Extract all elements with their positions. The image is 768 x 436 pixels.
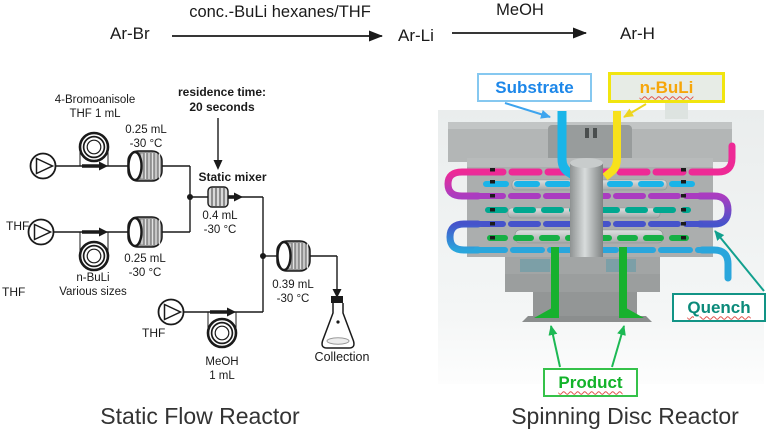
thf-pump-3 bbox=[157, 298, 185, 326]
flask-arrowhead bbox=[332, 289, 342, 298]
nbuli-arrow bbox=[623, 103, 647, 118]
junction-dot-2 bbox=[260, 253, 266, 259]
product-arrow-left bbox=[548, 325, 561, 368]
pump1-label: THF bbox=[6, 219, 30, 233]
pump2-label: THF bbox=[2, 285, 26, 299]
quench-callout-label: Quench bbox=[687, 297, 751, 317]
quench-callout: Quench bbox=[672, 293, 766, 322]
collection-flask bbox=[321, 296, 355, 349]
loop2-label: n-BuLi Various sizes bbox=[59, 272, 127, 299]
quench-arrow bbox=[714, 230, 765, 292]
scheme-intermediate: Ar-Li bbox=[398, 26, 434, 45]
static-mixer-icon bbox=[207, 186, 229, 208]
scheme-step1-reagent: conc.-BuLi hexanes/THF bbox=[189, 3, 371, 21]
flow-arrow-1 bbox=[82, 161, 108, 171]
bolt-dots bbox=[490, 168, 686, 240]
coil2-label: 0.25 mL -30 °C bbox=[124, 253, 166, 280]
residence-arrowhead bbox=[213, 160, 223, 170]
thf-pump-2 bbox=[27, 218, 55, 246]
product-outlet-channels bbox=[534, 247, 644, 318]
scheme-step2-reagent: MeOH bbox=[496, 1, 544, 19]
coil3-label: 0.39 mL -30 °C bbox=[272, 279, 314, 306]
loop1-label: 4-Bromoanisole THF 1 mL bbox=[54, 94, 136, 121]
reactor-top-cover bbox=[448, 122, 732, 168]
nbuli-box-tab bbox=[665, 103, 688, 119]
collection-label: Collection bbox=[314, 350, 370, 364]
spinning-disc-reactor-image bbox=[438, 102, 765, 384]
residence-time-label: residence time: 20 seconds bbox=[177, 85, 267, 114]
caption-static-flow-reactor: Static Flow Reactor bbox=[100, 403, 300, 429]
static-mixer-label: Static mixer bbox=[198, 170, 267, 184]
cooling-coil-2 bbox=[127, 216, 163, 248]
mixer-out-arrow bbox=[228, 192, 243, 202]
product-arrow-right bbox=[611, 325, 626, 368]
injection-loop-1 bbox=[78, 131, 110, 166]
substrate-arrow bbox=[504, 102, 551, 119]
nbuli-callout-label: n-BuLi bbox=[639, 77, 694, 97]
injection-loop-3 bbox=[206, 312, 238, 349]
flow-arrow-3 bbox=[210, 307, 236, 317]
junction-dot-1 bbox=[187, 194, 193, 200]
quench-coil bbox=[276, 240, 311, 272]
cooling-coil-1 bbox=[127, 150, 163, 182]
coil1-label: 0.25 mL -30 °C bbox=[125, 124, 167, 151]
flow-reactor-diagram bbox=[27, 118, 355, 349]
nbuli-inlet-tube bbox=[602, 111, 621, 181]
flow-arrow-2 bbox=[82, 227, 108, 237]
loop3-label: MeOH 1 mL bbox=[205, 356, 239, 383]
thf-pump-1 bbox=[29, 152, 57, 180]
injection-loop-2 bbox=[78, 232, 110, 272]
mixer-volume-label: 0.4 mL -30 °C bbox=[202, 210, 238, 237]
caption-spinning-disc-reactor: Spinning Disc Reactor bbox=[511, 403, 739, 429]
substrate-callout: Substrate bbox=[477, 73, 592, 102]
substrate-inlet-tube bbox=[557, 111, 583, 184]
product-callout-label: Product bbox=[558, 372, 623, 392]
nbuli-callout: n-BuLi bbox=[608, 72, 725, 103]
scheme-product: Ar-H bbox=[620, 24, 655, 43]
product-callout: Product bbox=[543, 368, 638, 397]
pump3-label: THF bbox=[142, 326, 166, 340]
substrate-callout-label: Substrate bbox=[495, 77, 574, 97]
scheme-reactant: Ar-Br bbox=[110, 24, 150, 43]
reaction-scheme-arrows bbox=[172, 27, 587, 42]
